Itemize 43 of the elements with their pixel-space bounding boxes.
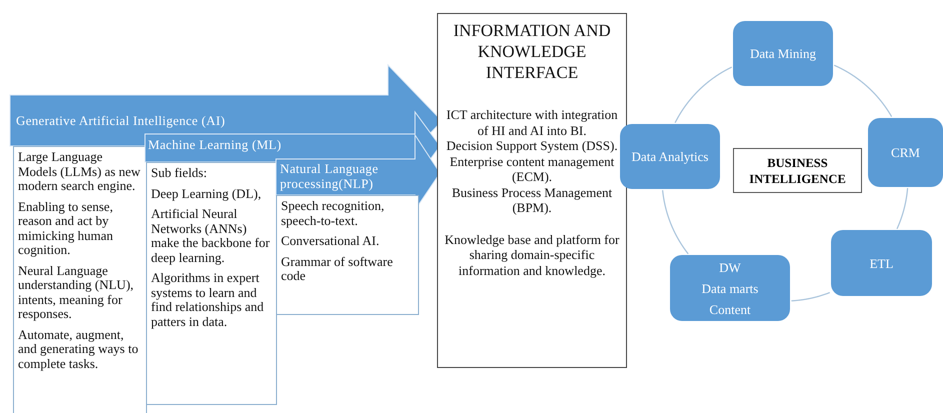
- band-heading: Generative Artificial Intelligence (AI): [16, 113, 226, 128]
- interface-box: [437, 13, 627, 368]
- label: Decision Support System (DSS).: [445, 138, 619, 154]
- process-box: [831, 230, 932, 296]
- label: Data Analytics: [632, 149, 708, 164]
- paragraph: Conversational AI.: [281, 234, 380, 248]
- paragraph: Speech recognition, speech-to-text.: [281, 199, 386, 228]
- process-box: [868, 118, 943, 187]
- content-box: [13, 146, 147, 413]
- center-label-box: [733, 148, 862, 193]
- paragraph: Automate, augment, and generating ways to complete tasks.: [18, 328, 140, 371]
- label: Data marts: [702, 280, 758, 296]
- label: Content: [709, 302, 751, 316]
- paragraph: Sub fields:: [151, 166, 208, 180]
- label: Knowledge base and platform for sharing domain-specific information and knowledge.: [444, 232, 620, 278]
- connector-arc: [662, 190, 689, 254]
- process-box: [620, 124, 720, 189]
- connector-arc: [834, 64, 892, 117]
- label: DW: [719, 260, 741, 274]
- paragraph: Enabling to sense, reason and act by mimicking human cognition.: [18, 200, 114, 258]
- label: ICT architecture with integration of HI and AI into BI.: [445, 107, 619, 138]
- connector-arc: [791, 292, 830, 302]
- label: BUSINESS INTELLIGENCE: [748, 154, 847, 186]
- label: Enterprise content management (ECM).: [448, 154, 616, 184]
- label: Business Process Management (BPM).: [450, 184, 614, 216]
- connector-arc: [674, 66, 732, 124]
- process-box: [733, 21, 833, 86]
- content-box: [146, 162, 277, 405]
- paragraph: Neural Language understanding (NLU), intents, meaning for responses.: [18, 264, 135, 322]
- paragraph: Large Language Models (LLMs) as new modern search engine.: [18, 150, 142, 194]
- connector-arc: [896, 188, 908, 230]
- paragraph: Artificial Neural Networks (ANNs) make the backbone for deep learning.: [151, 207, 271, 265]
- label: ETL: [870, 256, 894, 270]
- heading: INFORMATION AND KNOWLEDGE INTERFACE: [452, 20, 612, 83]
- label: Data Mining: [750, 46, 816, 61]
- content-box: [276, 195, 419, 315]
- paragraph: Grammar of software code: [281, 254, 394, 284]
- paragraph: Deep Learning (DL),: [151, 186, 262, 201]
- paragraph: Algorithms in expert systems to learn and find relationships and patters in data.: [151, 271, 265, 329]
- band-heading: Machine Learning (ML): [148, 137, 282, 152]
- process-box: [670, 255, 790, 321]
- label: CRM: [891, 145, 920, 160]
- band-heading: Natural Language processing(NLP): [280, 161, 380, 191]
